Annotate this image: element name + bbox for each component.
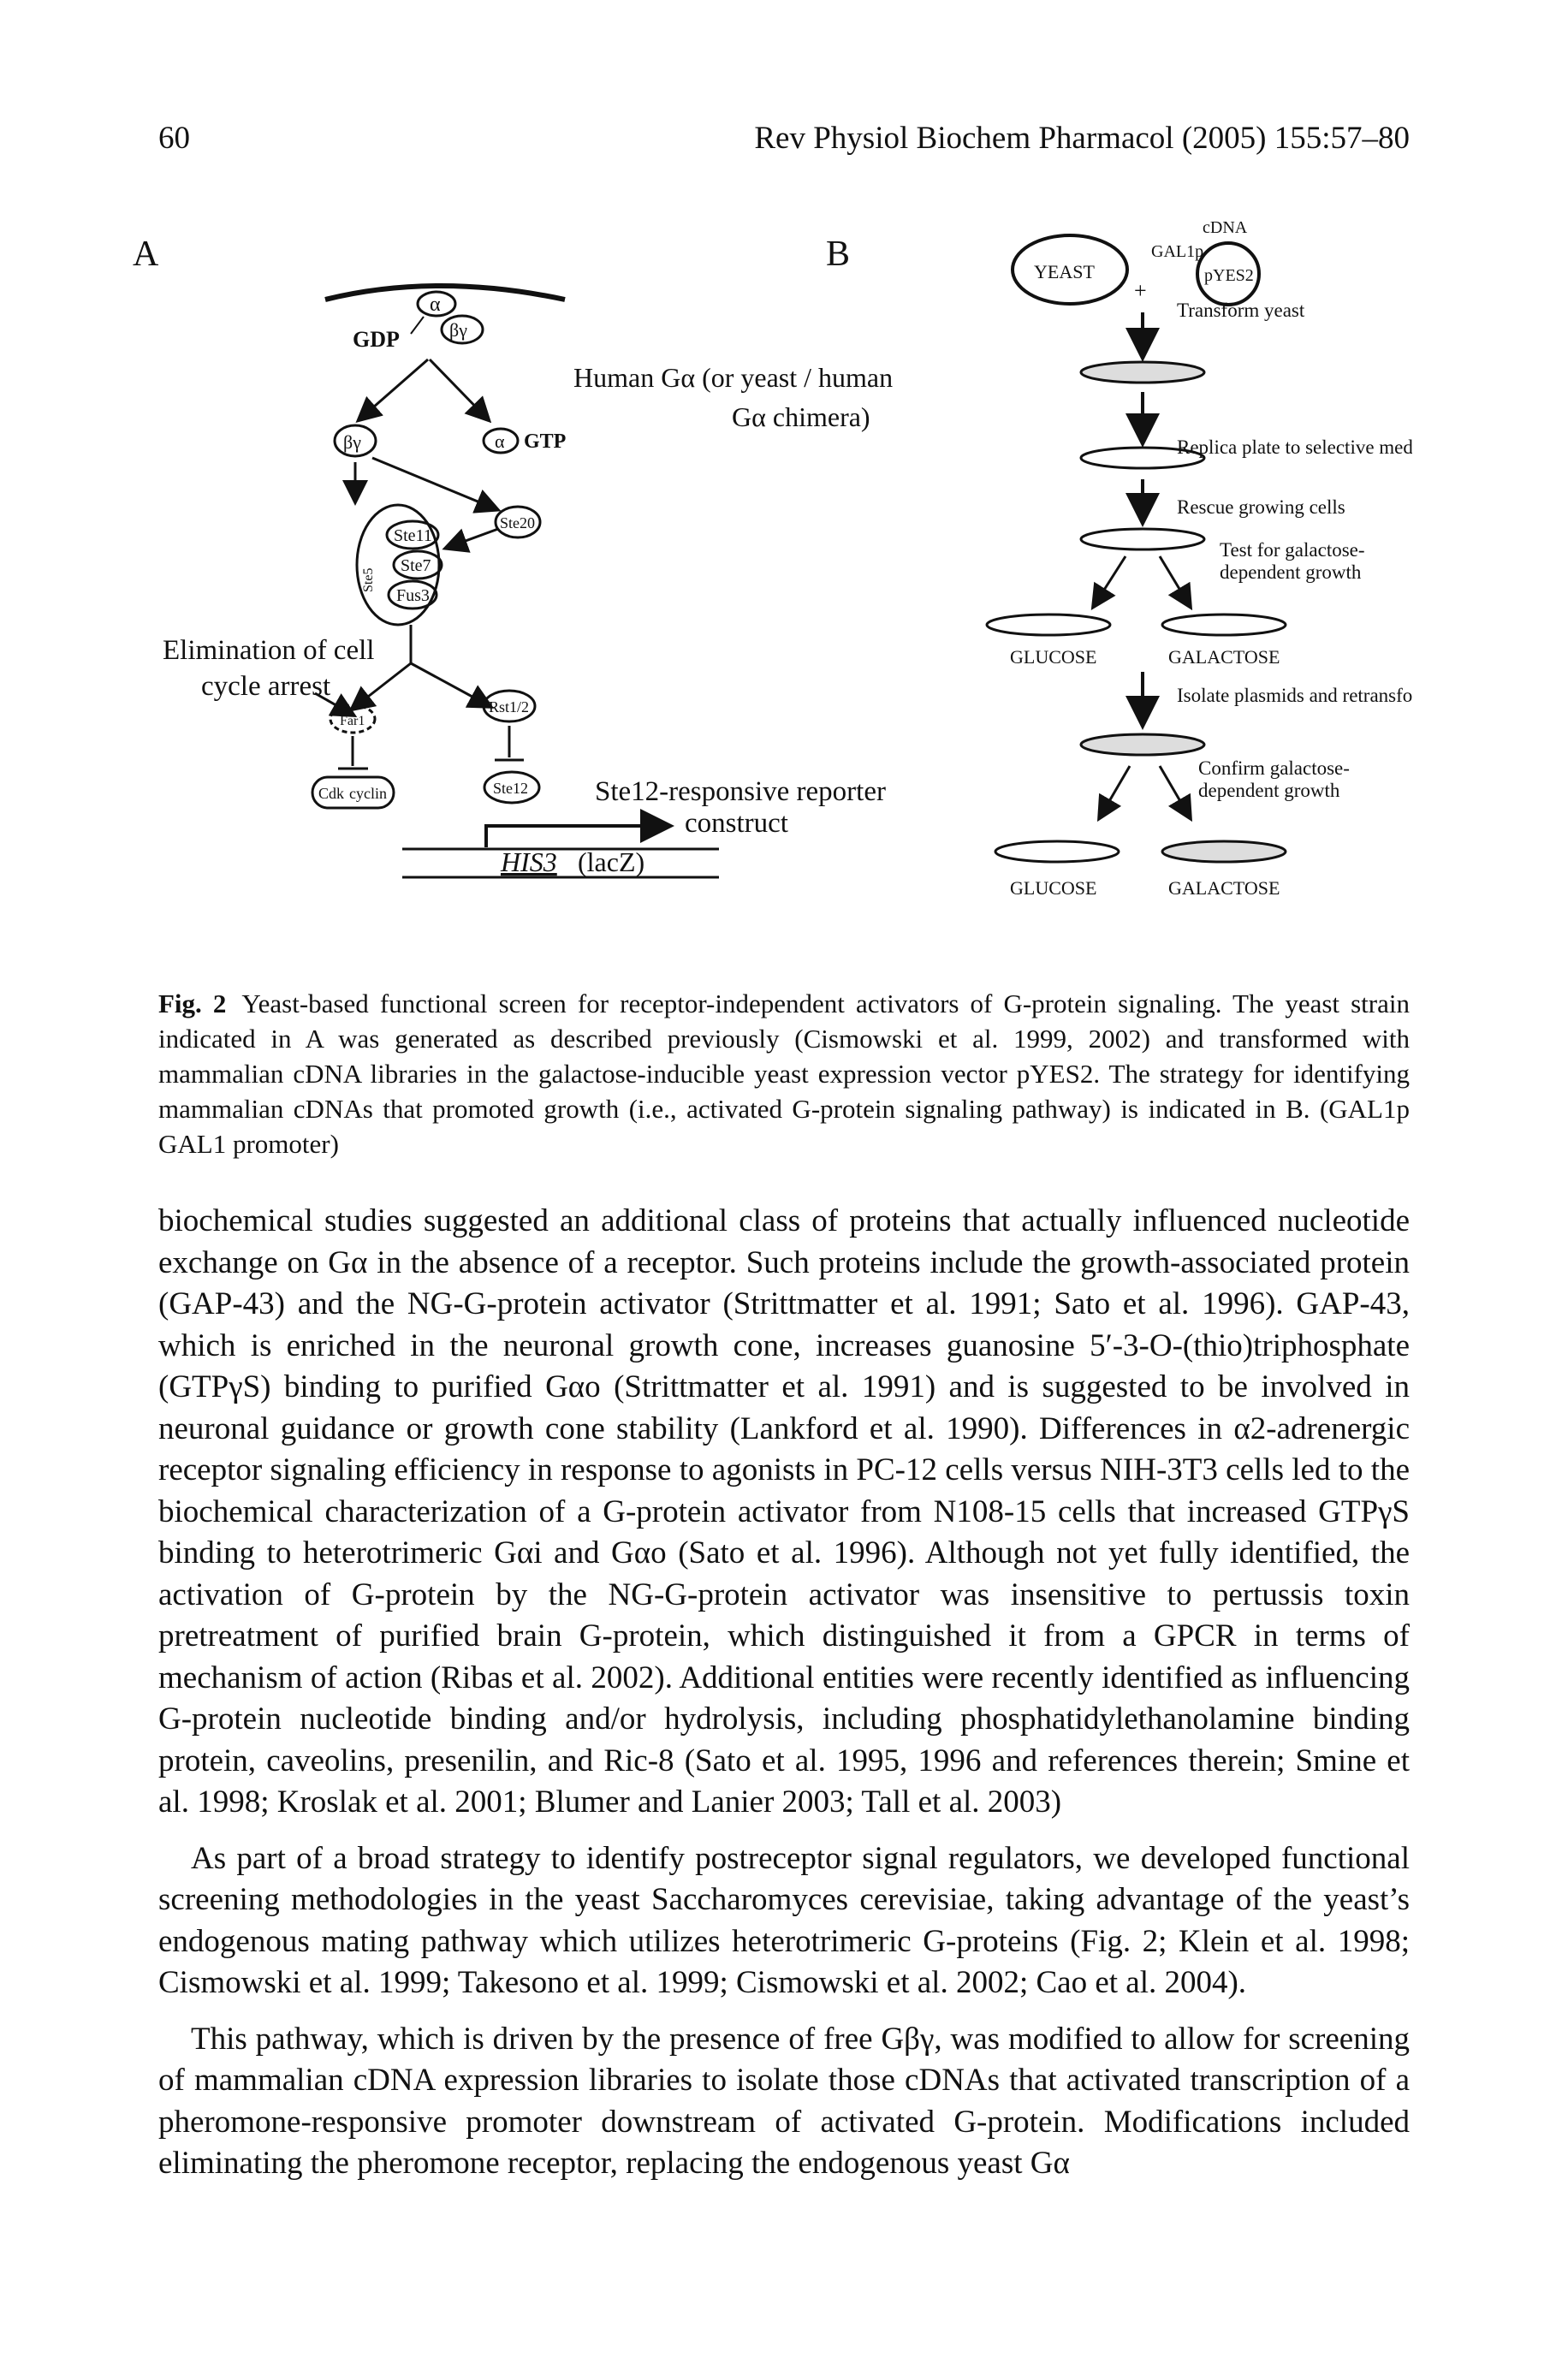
fus3-node — [387, 579, 438, 610]
gdp-label: GDP — [353, 327, 400, 352]
replica-step: Replica plate to selective media — [1177, 436, 1412, 458]
ste20-label: Ste20 — [500, 514, 535, 531]
ste7-node — [392, 549, 443, 580]
cdk-label: Cdk — [318, 785, 344, 802]
figure-caption: Fig. 2 Yeast-based functional screen for… — [158, 986, 1410, 1161]
plate-glucose-1 — [985, 613, 1112, 637]
caption-label: Fig. 2 — [158, 989, 227, 1018]
body-text: biochemical studies suggested an additio… — [158, 1201, 1410, 2200]
ste11-label: Ste11 — [394, 526, 432, 545]
ste12-node — [483, 770, 541, 805]
paragraph-1: biochemical studies suggested an additio… — [158, 1203, 1410, 1820]
far1-label: Far1 — [340, 714, 365, 728]
ste12-label: Ste12 — [493, 780, 528, 797]
ste7-label: Ste7 — [401, 556, 431, 575]
paragraph-3: This pathway, which is driven by the pre… — [158, 2021, 1410, 2182]
plate-selective — [1079, 446, 1206, 470]
alpha-subunit — [416, 290, 457, 318]
his3-label: HIS3 — [500, 846, 557, 877]
glucose-label-1: GLUCOSE — [1010, 646, 1096, 668]
test-step-2: dependent growth — [1220, 561, 1362, 583]
plate-galactose-1 — [1161, 613, 1287, 637]
alpha-label: α — [430, 294, 441, 316]
alpha-gtp-alpha-label: α — [495, 430, 505, 452]
fus3-label: Fus3 — [396, 586, 430, 605]
far1-node — [329, 704, 377, 734]
ste20-node — [494, 505, 542, 539]
ste5-label: Ste5 — [361, 568, 376, 592]
promoter-arrow — [484, 809, 674, 847]
cdna-label: cDNA — [1203, 218, 1248, 237]
yeast-cell — [1011, 234, 1129, 306]
plate-retransformed — [1079, 733, 1206, 757]
reporter-label-1: Ste12-responsive reporter — [595, 776, 886, 807]
pyes2-plasmid — [1196, 241, 1261, 306]
running-header: 60 Rev Physiol Biochem Pharmacol (2005) … — [158, 120, 1410, 163]
panel-b-label: B — [826, 235, 850, 274]
caption-text: Yeast-based functional screen for recept… — [158, 989, 1410, 1159]
cyclin-label: cyclin — [349, 785, 387, 802]
test-step-1: Test for galactose- — [1220, 539, 1365, 561]
gtp-label: GTP — [524, 430, 566, 453]
plate-rescue — [1079, 527, 1206, 551]
panel-b: B YEAST + GAL1p cDNA pYES2 Transform yea… — [826, 218, 1412, 899]
reporter-label-2: construct — [685, 808, 788, 839]
transform-step: Transform yeast — [1177, 300, 1305, 321]
free-beta-gamma — [333, 424, 377, 458]
alpha-gtp-subunit — [482, 427, 520, 454]
gal1p-label: GAL1p — [1151, 242, 1203, 261]
pyes2-label: pYES2 — [1204, 266, 1254, 285]
yeast-label: YEAST — [1034, 261, 1095, 282]
plate-transformed — [1079, 360, 1206, 384]
figure-2: A α βγ GDP βγ α GTP Human Gα (or yeast /… — [128, 197, 1412, 967]
plate-glucose-2 — [994, 840, 1120, 864]
panel-a: A α βγ GDP βγ α GTP Human Gα (or yeast /… — [133, 235, 893, 879]
plus-label: + — [1134, 278, 1147, 303]
figure-2-diagram: A α βγ GDP βγ α GTP Human Gα (or yeast /… — [133, 218, 1412, 899]
ste11-node — [385, 520, 440, 550]
elimination-label-1: Elimination of cell — [163, 635, 374, 666]
galpha-chimera-label: Gα chimera) — [732, 401, 870, 432]
beta-gamma-label: βγ — [449, 319, 467, 341]
rst-label: Rst1/2 — [489, 698, 529, 715]
journal-citation: Rev Physiol Biochem Pharmacol (2005) 155… — [754, 121, 1410, 156]
isolate-step: Isolate plasmids and retransform — [1177, 685, 1412, 706]
ste5-scaffold — [355, 503, 441, 626]
rst-node — [482, 689, 537, 723]
rescue-step: Rescue growing cells — [1177, 496, 1345, 518]
paragraph-2: As part of a broad strategy to identify … — [158, 1840, 1410, 2001]
glucose-label-2: GLUCOSE — [1010, 877, 1096, 899]
confirm-step-1: Confirm galactose- — [1198, 757, 1350, 779]
elimination-label-2: cycle arrest — [201, 671, 330, 702]
panel-a-label: A — [133, 235, 159, 274]
galactose-label-1: GALACTOSE — [1168, 646, 1280, 668]
cdk-cyclin-complex — [311, 775, 395, 810]
beta-gamma-subunit — [440, 314, 484, 345]
membrane-arc — [324, 283, 566, 302]
confirm-step-2: dependent growth — [1198, 780, 1340, 801]
page-number: 60 — [158, 121, 190, 156]
lacz-label: (lacZ) — [578, 846, 644, 877]
plate-galactose-2 — [1161, 840, 1287, 864]
galactose-label-2: GALACTOSE — [1168, 877, 1280, 899]
human-galpha-label: Human Gα (or yeast / human — [573, 362, 893, 393]
free-beta-gamma-label: βγ — [343, 431, 361, 453]
